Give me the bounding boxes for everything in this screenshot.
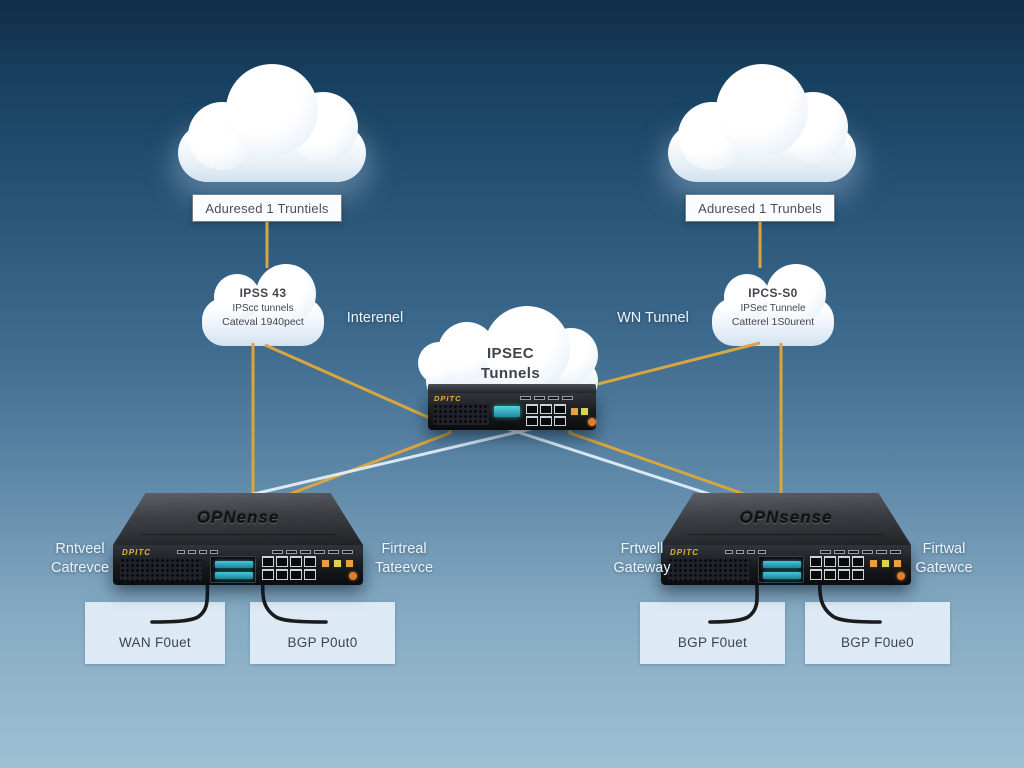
center-router-slot-row [520, 396, 573, 400]
right-firewall-slot-row-b [820, 550, 901, 554]
ipsec-cloud-left-detail: Cateval 1940pect [222, 316, 304, 328]
center-router-display [494, 406, 520, 417]
center-router-ethernet-ports [526, 404, 566, 426]
left-firewall-slot-row-b [272, 550, 353, 554]
ipsec-cloud-right-icon: IPCS-S0 IPSec Tunnele Catterel 1S0urent [712, 264, 837, 348]
left-firewall-sfp-ports [210, 556, 256, 583]
port-box-bgp-right-1: BGP F0uet [640, 602, 785, 664]
ipsec-cloud-right-detail: Catterel 1S0urent [731, 316, 815, 328]
center-cloud-subtitle: Tunnels [480, 365, 541, 383]
center-router-device: DPITC [428, 384, 596, 430]
tunnel-count-label-right: Aduresed 1 Trunbels [698, 200, 822, 216]
wire-center-to-firewall-left [281, 424, 452, 499]
port-box-bgp-left-label: BGP P0ut0 [287, 634, 358, 650]
port-box-wan-label: WAN F0uet [119, 634, 191, 650]
gateway-label-left-outer: Rntveel Catrevce [50, 541, 110, 576]
wire-center-to-firewall-right [568, 424, 756, 500]
tunnel-count-box-left: Aduresed 1 Truntiels [192, 194, 342, 222]
wire-cloud-to-center-right [597, 341, 761, 386]
wan-tunnel-link-label: WN Tunnel [617, 310, 689, 326]
big-cloud-left-icon [178, 62, 368, 187]
gateway-label-left-inner: Firtreal Tateevce [374, 541, 434, 576]
left-firewall-ethernet-ports [262, 556, 316, 580]
center-router-brand-label: DPITC [434, 394, 462, 403]
gateway-label-right-inner: Frtwell Gateway [613, 541, 671, 576]
ipsec-cloud-left-icon: IPSS 43 IPScc tunnels Cateval 1940pect [202, 264, 327, 348]
port-box-bgp-right-2: BGP F0ue0 [805, 602, 950, 664]
left-firewall-brand-label: DPITC [122, 548, 151, 557]
left-firewall-model-label: OPNense [196, 508, 280, 527]
left-firewall-front-panel: DPITC [113, 545, 363, 585]
port-box-bgp-left: BGP P0ut0 [250, 602, 395, 664]
center-router-front-panel: DPITC [428, 393, 596, 430]
port-box-bgp-right-1-label: BGP F0uet [677, 634, 748, 650]
center-ipsec-cloud-icon: IPSEC Tunnels [418, 306, 603, 406]
right-firewall-sfp-ports [758, 556, 804, 583]
left-firewall-slot-row-a [177, 550, 218, 554]
center-cloud-title: IPSEC [486, 345, 534, 362]
right-firewall-front-panel: DPITC [661, 545, 911, 585]
tunnel-count-box-right: Aduresed 1 Trunbels [685, 194, 835, 222]
tunnel-line-left [227, 426, 536, 502]
left-firewall-top-face: OPNense [113, 493, 363, 545]
port-box-wan: WAN F0uet [85, 602, 225, 664]
big-cloud-right-icon [668, 62, 858, 187]
ipsec-cloud-right-sub: IPSec Tunnele [740, 303, 806, 314]
center-router-vent-grid [433, 404, 489, 425]
tunnel-line-right [504, 426, 738, 505]
right-firewall-brand-label: DPITC [670, 548, 699, 557]
right-firewall-ethernet-ports [810, 556, 864, 580]
ipsec-cloud-left-title: IPSS 43 [239, 286, 287, 300]
right-firewall-top-face: OPNsense [661, 493, 911, 545]
tunnel-count-label-left: Aduresed 1 Truntiels [205, 200, 329, 216]
ipsec-cloud-left-sub: IPScc tunnels [232, 303, 294, 314]
right-firewall-model-label: OPNsense [739, 508, 833, 527]
ipsec-cloud-right-title: IPCS-S0 [748, 286, 798, 300]
internet-link-label: Interenel [346, 310, 404, 326]
center-router-top-edge [428, 384, 596, 393]
left-firewall-device: OPNense DPITC [113, 493, 363, 585]
right-firewall-device: OPNsense DPITC [661, 493, 911, 585]
port-box-bgp-right-2-label: BGP F0ue0 [841, 634, 914, 650]
gateway-label-right-outer: Firtwal Gatewce [915, 541, 973, 576]
right-firewall-slot-row-a [725, 550, 766, 554]
